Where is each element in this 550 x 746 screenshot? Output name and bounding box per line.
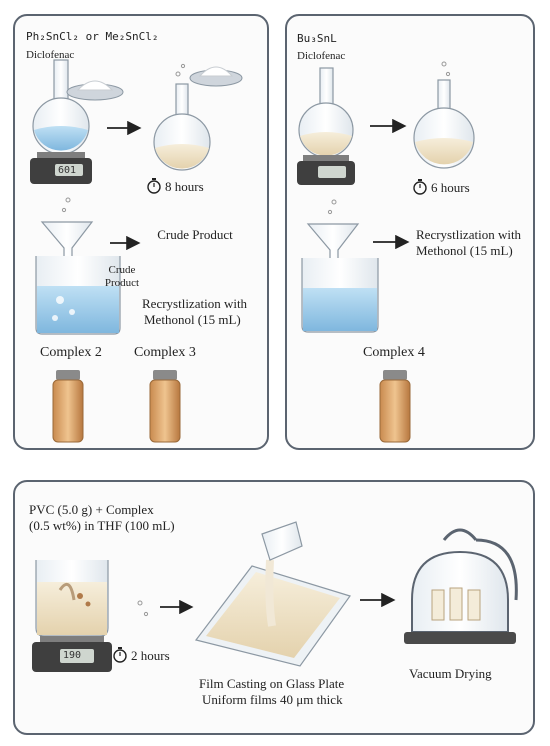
solvent-label-left: Methonol (15 mL) bbox=[144, 312, 241, 327]
solvent-label-right: Methonol (15 mL) bbox=[416, 243, 513, 258]
flask-on-stirrer-left bbox=[30, 59, 92, 184]
mixing-beaker bbox=[32, 560, 112, 672]
drug-label-left: Diclofenac bbox=[26, 49, 75, 61]
crude-product-funnel-label: Crude Product bbox=[104, 264, 140, 289]
balance-display-left: 601 bbox=[58, 165, 77, 176]
recrystallization-label-right: Recrystlization with bbox=[416, 227, 522, 242]
funnel-beaker-right bbox=[301, 199, 379, 333]
vial-complex-4 bbox=[379, 370, 411, 443]
film-thickness-label: Uniform films 40 μm thick bbox=[202, 692, 343, 707]
mixture-line-1: PVC (5.0 g) + Complex bbox=[29, 502, 154, 517]
glass-plate-casting bbox=[194, 521, 351, 667]
time-label-left: 8 hours bbox=[165, 179, 204, 194]
balance-display-bottom: 190 bbox=[63, 650, 82, 661]
vacuum-chamber bbox=[404, 528, 518, 644]
product-flask-right bbox=[413, 61, 475, 169]
film-casting-label: Film Casting on Glass Plate bbox=[199, 676, 345, 691]
funnel-beaker-left bbox=[35, 197, 121, 335]
drug-label-right: Diclofenac bbox=[297, 50, 346, 62]
vial-complex-3 bbox=[149, 370, 181, 443]
stopwatch-icon-bottom bbox=[113, 647, 127, 663]
reagent-label-right: Bu₃SnL bbox=[297, 32, 337, 45]
stopwatch-icon bbox=[147, 178, 161, 194]
stopwatch-icon-right bbox=[413, 179, 427, 195]
vial-complex-2 bbox=[52, 370, 84, 443]
complex-2-label: Complex 2 bbox=[40, 345, 102, 360]
powder-dish-left-2 bbox=[189, 66, 243, 87]
flask-on-stirrer-right bbox=[297, 67, 355, 185]
powder-dish-left bbox=[66, 80, 124, 101]
mixture-line-2: (0.5 wt%) in THF (100 mL) bbox=[29, 518, 175, 533]
time-label-right: 6 hours bbox=[431, 180, 470, 195]
crude-product-label: Crude Product bbox=[157, 227, 233, 242]
complex-4-label: Complex 4 bbox=[363, 345, 425, 360]
recrystallization-label-left: Recrystlization with bbox=[142, 296, 248, 311]
vacuum-drying-label: Vacuum Drying bbox=[409, 666, 492, 681]
time-label-bottom: 2 hours bbox=[131, 648, 170, 663]
product-flask-left bbox=[153, 63, 211, 171]
complex-3-label: Complex 3 bbox=[134, 345, 196, 360]
reagent-label-left: Ph₂SnCl₂ or Me₂SnCl₂ bbox=[26, 30, 159, 43]
